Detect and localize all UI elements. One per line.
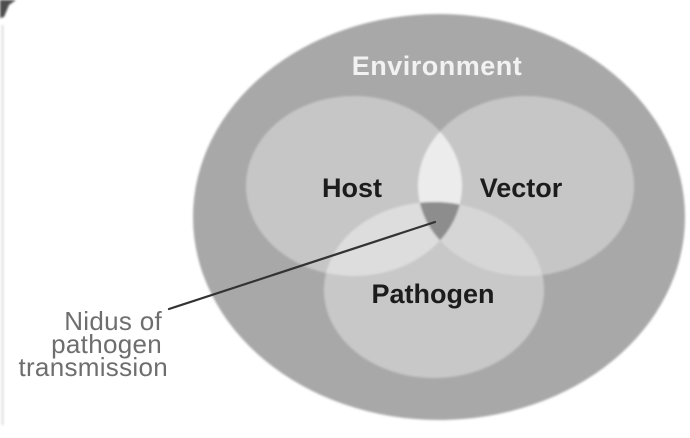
corner-smudge-artifact xyxy=(0,0,16,18)
nidus-annotation-line-1: Nidus of xyxy=(64,306,162,336)
nidus-annotation: Nidus of pathogen transmission xyxy=(18,306,168,382)
nidus-pointer-line xyxy=(167,220,437,311)
left-edge-line-artifact xyxy=(1,25,4,425)
vector-label: Vector xyxy=(480,173,563,203)
vector-pathogen-overlap xyxy=(418,202,544,276)
pathogen-label: Pathogen xyxy=(371,279,494,309)
host-label: Host xyxy=(322,173,382,203)
environment-label: Environment xyxy=(352,51,523,81)
nidus-annotation-line-2: pathogen xyxy=(51,329,162,359)
nidus-annotation-line-3: transmission xyxy=(18,352,168,382)
